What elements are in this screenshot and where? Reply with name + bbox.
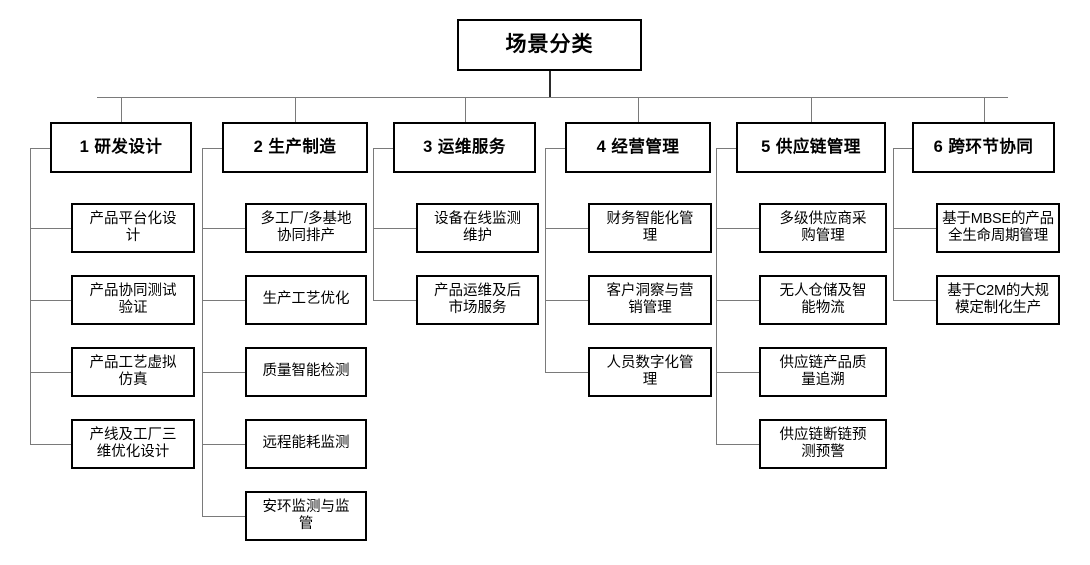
connector-line (202, 372, 245, 373)
leaf-node-label: 远程能耗监测 (262, 435, 350, 452)
leaf-node[interactable]: 多工厂/多基地 协同排产 (245, 203, 367, 253)
category-header-5[interactable]: 5 供应链管理 (736, 122, 886, 173)
category-header-label: 1 研发设计 (79, 137, 163, 156)
leaf-node-label: 客户洞察与营 销管理 (606, 282, 694, 316)
category-header-label: 6 跨环节协同 (933, 137, 1034, 156)
connector-line (373, 147, 374, 300)
connector-line (811, 97, 812, 122)
leaf-node-label: 财务智能化管 理 (606, 210, 694, 244)
category-header-3[interactable]: 3 运维服务 (393, 122, 536, 173)
leaf-node[interactable]: 多级供应商采 购管理 (759, 203, 887, 253)
connector-line (893, 147, 912, 149)
leaf-node[interactable]: 产品运维及后 市场服务 (416, 275, 539, 325)
connector-line (373, 300, 416, 301)
leaf-node-label: 产品运维及后 市场服务 (434, 282, 521, 316)
category-header-4[interactable]: 4 经营管理 (565, 122, 711, 173)
leaf-node-label: 人员数字化管 理 (606, 354, 694, 388)
connector-line (30, 147, 31, 444)
category-header-label: 2 生产制造 (253, 137, 337, 156)
leaf-node[interactable]: 供应链产品质 量追溯 (759, 347, 887, 397)
leaf-node[interactable]: 质量智能检测 (245, 347, 367, 397)
connector-line (893, 228, 936, 229)
connector-line (545, 147, 565, 149)
connector-line (549, 71, 551, 97)
connector-line (202, 516, 245, 517)
category-header-2[interactable]: 2 生产制造 (222, 122, 368, 173)
connector-line (202, 444, 245, 445)
connector-line (373, 147, 393, 149)
connector-line (984, 97, 985, 122)
leaf-node-label: 多级供应商采 购管理 (779, 210, 867, 244)
leaf-node[interactable]: 远程能耗监测 (245, 419, 367, 469)
leaf-node-label: 产线及工厂三 维优化设计 (89, 426, 177, 460)
leaf-node-label: 多工厂/多基地 协同排产 (260, 210, 352, 244)
connector-line (30, 147, 50, 149)
leaf-node[interactable]: 生产工艺优化 (245, 275, 367, 325)
leaf-node-label: 产品协同测试 验证 (89, 282, 177, 316)
root-node[interactable]: 场景分类 (457, 19, 642, 71)
connector-line (716, 228, 759, 229)
category-header-label: 4 经营管理 (596, 137, 680, 156)
connector-line (545, 228, 588, 229)
connector-line (716, 372, 759, 373)
connector-line (202, 300, 245, 301)
connector-line (30, 300, 71, 301)
connector-line (202, 147, 222, 149)
connector-line (295, 97, 296, 122)
leaf-node-label: 无人仓储及智 能物流 (779, 282, 867, 316)
connector-line (30, 372, 71, 373)
category-header-1[interactable]: 1 研发设计 (50, 122, 192, 173)
leaf-node[interactable]: 人员数字化管 理 (588, 347, 712, 397)
category-header-label: 3 运维服务 (423, 137, 506, 156)
connector-line (202, 228, 245, 229)
connector-line (716, 147, 736, 149)
connector-line (121, 97, 122, 122)
connector-line (716, 444, 759, 445)
leaf-node-label: 生产工艺优化 (262, 291, 350, 308)
connector-line (465, 97, 466, 122)
leaf-node[interactable]: 产品工艺虚拟 仿真 (71, 347, 195, 397)
leaf-node-label: 基于MBSE的产品 全生命周期管理 (942, 210, 1054, 244)
leaf-node-label: 设备在线监测 维护 (434, 210, 521, 244)
connector-line (716, 147, 717, 444)
category-header-label: 5 供应链管理 (761, 137, 861, 156)
connector-line (30, 228, 71, 229)
connector-line (545, 372, 588, 373)
leaf-node[interactable]: 产品协同测试 验证 (71, 275, 195, 325)
leaf-node-label: 产品工艺虚拟 仿真 (89, 354, 177, 388)
leaf-node[interactable]: 无人仓储及智 能物流 (759, 275, 887, 325)
connector-line (97, 97, 1008, 98)
leaf-node-label: 供应链断链预 测预警 (779, 426, 867, 460)
leaf-node[interactable]: 产品平台化设 计 (71, 203, 195, 253)
leaf-node[interactable]: 安环监测与监 管 (245, 491, 367, 541)
connector-line (545, 300, 588, 301)
connector-line (893, 300, 936, 301)
root-node-label: 场景分类 (505, 32, 594, 56)
leaf-node[interactable]: 财务智能化管 理 (588, 203, 712, 253)
connector-line (893, 147, 894, 300)
leaf-node[interactable]: 供应链断链预 测预警 (759, 419, 887, 469)
leaf-node-label: 质量智能检测 (262, 363, 350, 380)
leaf-node[interactable]: 客户洞察与营 销管理 (588, 275, 712, 325)
leaf-node[interactable]: 基于MBSE的产品 全生命周期管理 (936, 203, 1060, 253)
connector-line (545, 147, 546, 372)
category-header-6[interactable]: 6 跨环节协同 (912, 122, 1055, 173)
leaf-node[interactable]: 产线及工厂三 维优化设计 (71, 419, 195, 469)
leaf-node-label: 供应链产品质 量追溯 (779, 354, 867, 388)
leaf-node-label: 基于C2M的大规 模定制化生产 (947, 282, 1049, 316)
leaf-node[interactable]: 设备在线监测 维护 (416, 203, 539, 253)
leaf-node[interactable]: 基于C2M的大规 模定制化生产 (936, 275, 1060, 325)
leaf-node-label: 产品平台化设 计 (89, 210, 177, 244)
connector-line (30, 444, 71, 445)
connector-line (373, 228, 416, 229)
connector-line (716, 300, 759, 301)
leaf-node-label: 安环监测与监 管 (262, 498, 350, 532)
connector-line (202, 147, 203, 516)
connector-line (638, 97, 639, 122)
